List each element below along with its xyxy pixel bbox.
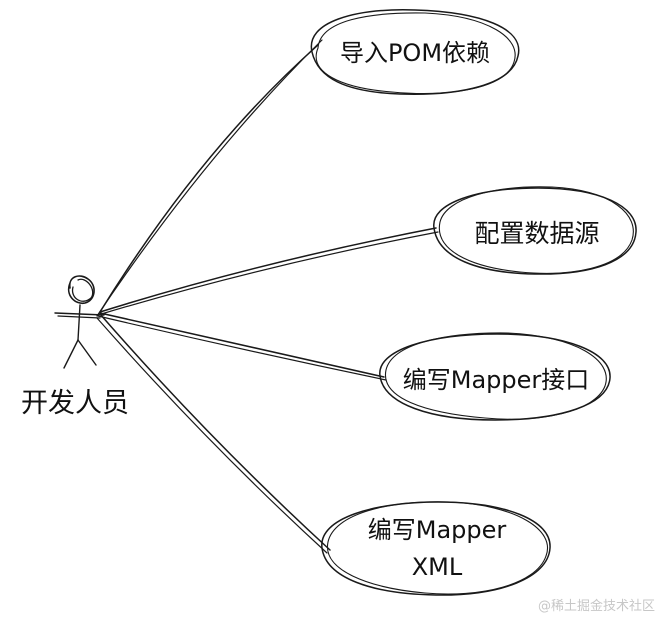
use-case-label: 导入POM依赖 — [340, 39, 490, 67]
use-case-label: 编写Mapper接口 — [403, 366, 590, 394]
use-case-label: 配置数据源 — [474, 219, 599, 248]
association-lines — [96, 39, 439, 554]
use-case-import-pom[interactable]: 导入POM依赖 — [310, 9, 520, 95]
use-case-label: XML — [412, 553, 463, 581]
actor-label: 开发人员 — [21, 388, 129, 419]
watermark-text: @稀土掘金技术社区 — [538, 598, 655, 614]
use-case-config-datasource[interactable]: 配置数据源 — [433, 186, 637, 275]
actor-figure — [54, 275, 105, 369]
use-case-write-mapper-interface[interactable]: 编写Mapper接口 — [379, 332, 611, 421]
use-case-label: 编写Mapper — [368, 516, 507, 544]
use-case-write-mapper-xml[interactable]: 编写Mapper XML — [321, 501, 551, 596]
